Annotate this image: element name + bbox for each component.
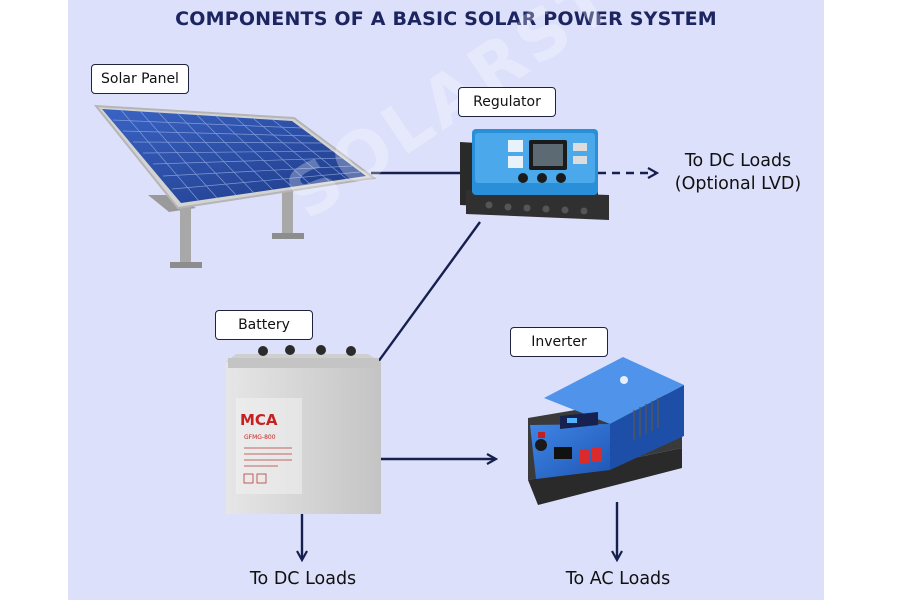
battery-brand-text: MCA <box>240 411 278 429</box>
battery-dc-loads-label: To DC Loads <box>249 569 357 589</box>
label-regulator: Regulator <box>458 87 556 117</box>
regulator-dc-loads-line1: To DC Loads <box>684 151 792 171</box>
diagram-title: COMPONENTS OF A BASIC SOLAR POWER SYSTEM <box>175 8 717 30</box>
diagram-drawing: MCA GFMG-800 <box>93 104 684 600</box>
inverter-icon <box>528 357 684 505</box>
solar-panel-icon <box>93 104 377 268</box>
battery-model-text: GFMG-800 <box>244 434 276 441</box>
diagram-canvas: COMPONENTS OF A BASIC SOLAR POWER SYSTEM <box>68 0 824 600</box>
regulator-dc-loads-line2: (Optional LVD) <box>674 174 802 194</box>
label-inverter: Inverter <box>510 327 608 357</box>
inverter-ac-loads-label: To AC Loads <box>565 569 671 589</box>
label-battery: Battery <box>215 310 313 340</box>
charge-regulator-icon <box>460 129 609 220</box>
battery-icon: MCA GFMG-800 <box>226 345 381 514</box>
label-solar-panel: Solar Panel <box>91 64 189 94</box>
connector-regulator-battery <box>377 221 481 363</box>
regulator-dc-loads-label: To DC Loads (Optional LVD) <box>663 150 813 196</box>
